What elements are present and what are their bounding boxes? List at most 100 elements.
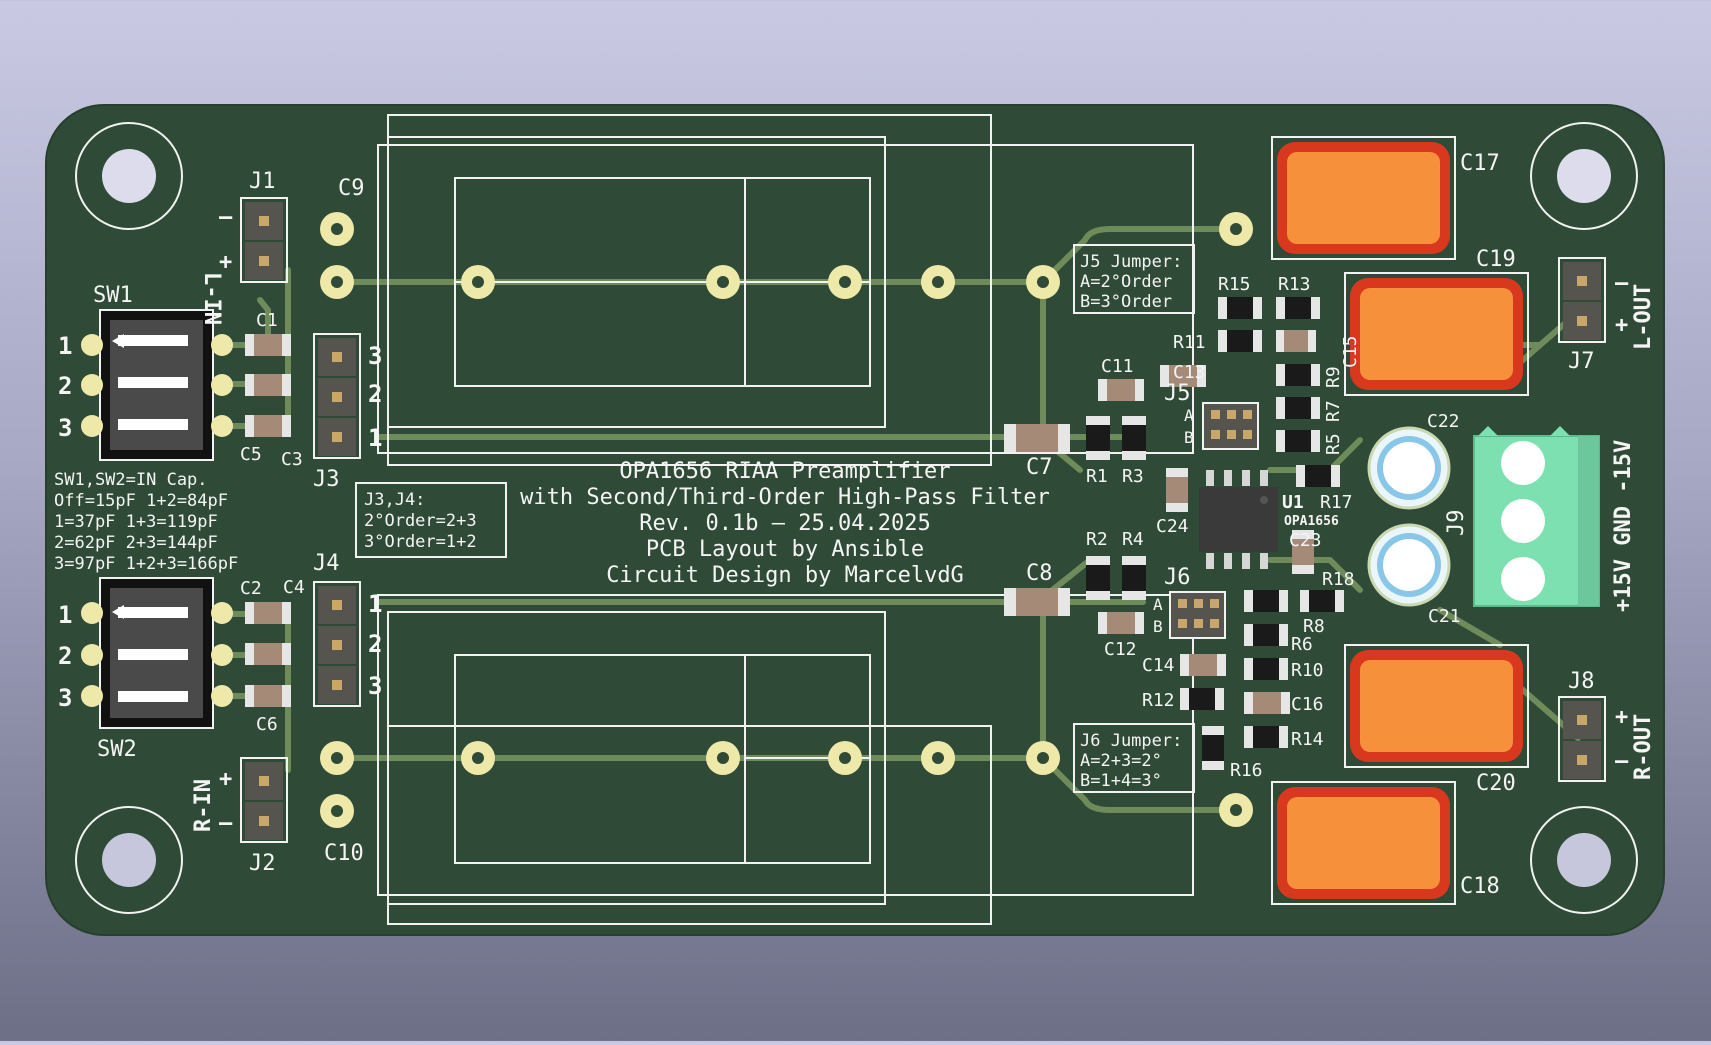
reference-designators: J1 J2 J3 J4 J5 J6 J7 J8 J9 SW1 SW2 C9 C1… xyxy=(93,151,1595,899)
j6-note-1: J6 Jumper: xyxy=(1080,731,1182,751)
header-j1[interactable] xyxy=(240,197,288,283)
j6-label-a: A xyxy=(1153,595,1163,614)
ref-c17: C17 xyxy=(1460,151,1500,176)
sw-note-2: Off=15pF 1+2=84pF xyxy=(54,491,228,511)
j2-minus: – xyxy=(219,811,233,836)
ref-r17: R17 xyxy=(1320,492,1353,513)
smd-res-r6 xyxy=(1244,624,1288,646)
ref-c13: C13 xyxy=(1173,362,1206,383)
th-pads-top xyxy=(320,212,1253,299)
header-j4[interactable] xyxy=(313,581,361,707)
ref-r1: R1 xyxy=(1086,466,1108,487)
polarity-marks: – + + – – + + – xyxy=(219,205,1629,836)
j7-minus: – xyxy=(1615,271,1629,296)
ref-r14: R14 xyxy=(1291,729,1324,750)
ref-c20: C20 xyxy=(1476,771,1516,796)
j5-note-1: J5 Jumper: xyxy=(1080,252,1182,272)
electrolytic-c22 xyxy=(1367,426,1451,510)
power-label: +15V GND -15V xyxy=(1611,440,1636,612)
ref-j3: J3 xyxy=(313,467,340,492)
terminal-block-j9[interactable] xyxy=(1473,426,1600,607)
ref-r5: R5 xyxy=(1323,433,1344,455)
rout-label: R-OUT xyxy=(1631,714,1656,780)
ref-j2: J2 xyxy=(249,851,276,876)
smd-res-r13 xyxy=(1276,297,1320,319)
ref-c7: C7 xyxy=(1026,455,1053,480)
ref-c23: C23 xyxy=(1289,530,1322,551)
ref-r11: R11 xyxy=(1173,332,1206,353)
j2-plus: + xyxy=(219,767,232,792)
jumper-j6[interactable] xyxy=(1169,591,1226,639)
film-cap-c19 xyxy=(1344,272,1529,396)
smd-res-r11 xyxy=(1218,330,1262,352)
ref-c18: C18 xyxy=(1460,874,1500,899)
ref-c3: C3 xyxy=(281,449,303,470)
ref-c12: C12 xyxy=(1104,639,1137,660)
smd-res-r15 xyxy=(1218,297,1262,319)
ref-c1: C1 xyxy=(256,310,278,331)
j7-plus: + xyxy=(1615,313,1628,338)
smd-cap-c5 xyxy=(245,415,291,437)
j6-note-3: B=1+4=3° xyxy=(1080,771,1162,791)
mounting-hole-bl xyxy=(75,806,183,914)
ref-u1: U1 xyxy=(1282,492,1304,513)
dip-switch-sw1[interactable] xyxy=(99,309,214,461)
electrolytic-c21 xyxy=(1367,523,1451,607)
ref-c8: C8 xyxy=(1026,561,1053,586)
ref-j6: J6 xyxy=(1164,565,1191,590)
mounting-holes xyxy=(75,122,1638,914)
header-j2[interactable] xyxy=(240,757,288,843)
ref-c15: C15 xyxy=(1340,335,1361,368)
smd-res-r16 xyxy=(1202,726,1224,770)
j8-plus: + xyxy=(1615,705,1628,730)
film-cap-c18 xyxy=(1271,781,1456,905)
jumper-j5[interactable] xyxy=(1202,402,1259,450)
ref-sw1: SW1 xyxy=(93,283,133,308)
header-j7[interactable] xyxy=(1558,257,1606,343)
header-j3[interactable] xyxy=(313,333,361,459)
smd-cap-c15 xyxy=(1276,330,1316,352)
j5-label-a: A xyxy=(1184,406,1194,425)
mounting-hole-tr xyxy=(1530,122,1638,230)
smd-res-r9 xyxy=(1276,364,1320,386)
note-box-j5 xyxy=(1073,244,1195,314)
j4-num-2: 2 xyxy=(368,630,382,658)
ref-c9: C9 xyxy=(338,176,365,201)
ref-r6: R6 xyxy=(1291,634,1313,655)
j4-num-1: 1 xyxy=(368,590,382,618)
smd-capacitors xyxy=(245,330,1316,714)
j5-note-2: A=2°Order xyxy=(1080,272,1172,292)
sw-note-1: SW1,SW2=IN Cap. xyxy=(54,470,208,490)
j6-label-b: B xyxy=(1153,617,1163,636)
lin-label: L-IN xyxy=(199,272,224,325)
smd-cap-c11 xyxy=(1098,379,1144,401)
sw-note-4: 2=62pF 2+3=144pF xyxy=(54,533,218,553)
ref-c14: C14 xyxy=(1142,655,1175,676)
smd-cap-c13 xyxy=(1160,365,1206,387)
connector-labels: L-IN R-IN L-OUT R-OUT +15V GND -15V xyxy=(191,272,1656,832)
dip-switch-sw2[interactable] xyxy=(99,577,214,729)
ref-r13: R13 xyxy=(1278,274,1311,295)
sw1-num-3: 3 xyxy=(58,414,72,442)
sw1-num-1: 1 xyxy=(58,332,72,360)
j3-num-3: 3 xyxy=(368,342,382,370)
title-line-5: Circuit Design by MarcelvdG xyxy=(606,563,964,588)
ref-r10: R10 xyxy=(1291,660,1324,681)
smd-res-r10 xyxy=(1244,658,1288,680)
ref-j8: J8 xyxy=(1568,669,1595,694)
sw1-num-2: 2 xyxy=(58,372,72,400)
smd-cap-c16 xyxy=(1244,692,1290,714)
smd-cap-c7 xyxy=(1004,424,1070,452)
smd-res-r3 xyxy=(1122,416,1146,460)
ref-c16: C16 xyxy=(1291,694,1324,715)
ref-j1: J1 xyxy=(249,169,276,194)
j34-note-1: J3,J4: xyxy=(364,490,425,510)
title-line-1: OPA1656 RIAA Preamplifier xyxy=(619,459,950,484)
header-j8[interactable] xyxy=(1558,696,1606,782)
ref-r18: R18 xyxy=(1322,569,1355,590)
ref-r4: R4 xyxy=(1122,529,1144,550)
sw2-num-2: 2 xyxy=(58,642,72,670)
smd-res-r7 xyxy=(1276,397,1320,419)
title-line-3: Rev. 0.1b – 25.04.2025 xyxy=(639,511,930,536)
